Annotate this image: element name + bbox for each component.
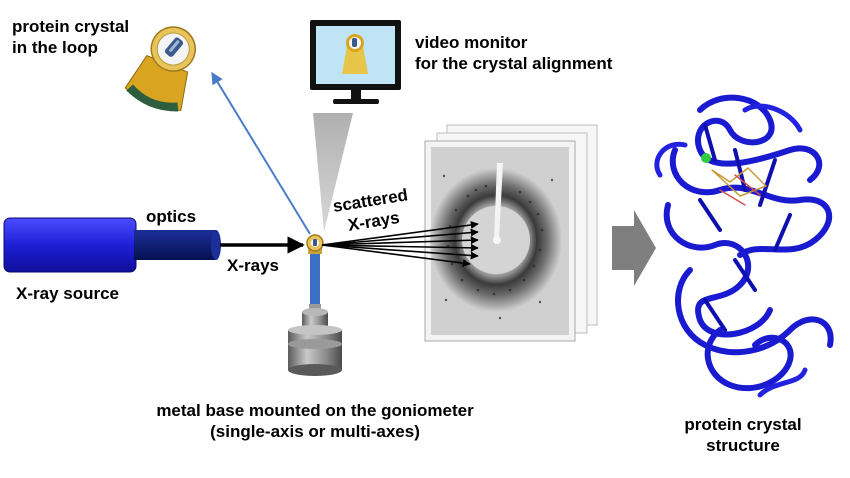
protein-structure-label-line1: protein crystal [684, 415, 802, 434]
protein-structure-ribbon [654, 94, 834, 398]
loop-pointer-arrow [211, 71, 311, 235]
optics-tube [134, 230, 216, 260]
scattered-xray-rays [321, 220, 479, 268]
xrays-label: X-rays [227, 256, 279, 275]
camera-view-cone [313, 113, 353, 232]
monitor-label-line2: for the crystal alignment [415, 54, 613, 73]
sample-crystal [306, 234, 324, 252]
crystal-loop-label-line2: in the loop [12, 38, 98, 57]
detector-plates [424, 124, 598, 342]
protein-structure-label: protein crystal structure [668, 414, 818, 456]
monitor-label-line1: video monitor [415, 33, 528, 52]
crystal-loop-label: protein crystal in the loop [12, 16, 129, 58]
metal-base-label-line1: metal base mounted on the goniometer [156, 401, 474, 420]
metal-base-label: metal base mounted on the goniometer (si… [140, 400, 490, 442]
goniometer [288, 246, 342, 376]
optics-label: optics [146, 207, 197, 226]
xray-source-label: X-ray source [16, 284, 119, 303]
crystal-loop-label-line1: protein crystal [12, 17, 130, 36]
xray-source [3, 217, 221, 273]
protein-structure-label-line2: structure [706, 436, 780, 455]
process-arrow [612, 210, 656, 286]
crystal-loop-illustration [124, 26, 196, 112]
video-monitor [310, 20, 401, 104]
metal-base-label-line2: (single-axis or multi-axes) [210, 422, 420, 441]
monitor-label: video monitor for the crystal alignment [415, 32, 612, 74]
